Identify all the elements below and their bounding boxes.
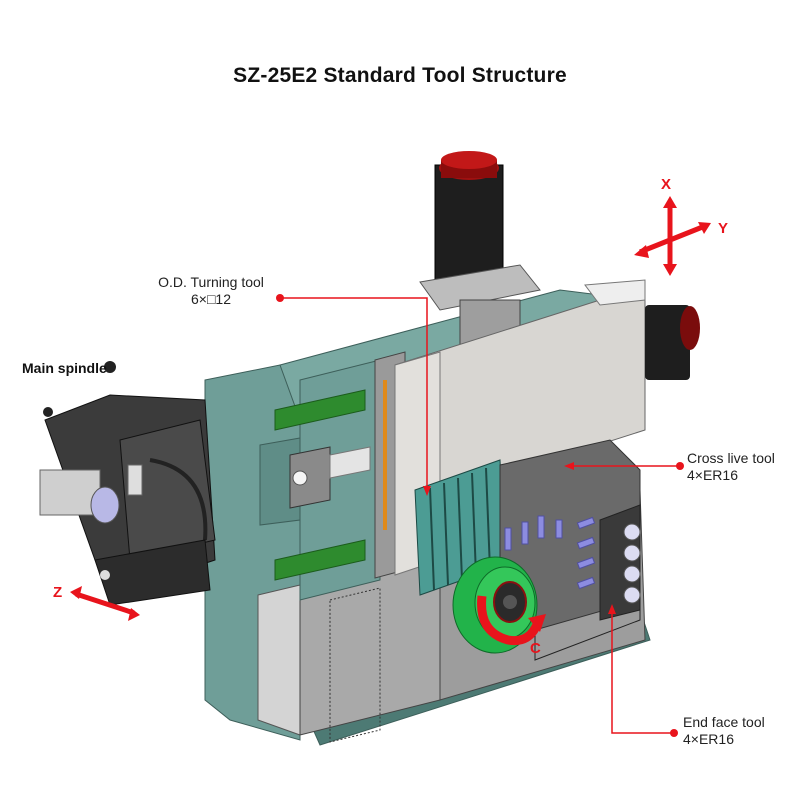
cross-live-spec: 4×ER16 [687, 467, 738, 483]
cross-live-label: Cross live tool [687, 450, 775, 466]
c-axis-label: C [530, 640, 541, 657]
page-title: SZ-25E2 Standard Tool Structure [233, 64, 567, 87]
z-axis-label: Z [53, 584, 63, 601]
od-turning-spec: 6×□12 [191, 291, 231, 307]
od-turning-label: O.D. Turning tool [158, 274, 264, 290]
od-turning-callout: O.D. Turning tool 6×□12 [146, 274, 276, 308]
end-face-callout: End face tool 4×ER16 [683, 714, 765, 748]
end-face-label: End face tool [683, 714, 765, 730]
main-spindle-label: Main spindle [22, 360, 107, 376]
side-motor [645, 305, 700, 380]
x-axis-label: X [661, 176, 672, 193]
cross-live-callout: Cross live tool 4×ER16 [687, 450, 775, 484]
end-face-spec: 4×ER16 [683, 731, 734, 747]
c-axis-rotation-arrow [477, 595, 546, 646]
xy-axis-arrows [634, 196, 711, 276]
leader-endpoints [276, 294, 684, 737]
y-axis-label: Y [718, 220, 729, 237]
leader-lines [280, 297, 680, 734]
main-spindle-assembly [39, 361, 216, 606]
vertical-motor [419, 151, 541, 361]
z-axis-arrow [70, 586, 140, 621]
sub-spindle [452, 556, 538, 654]
ball-screw [289, 446, 371, 509]
